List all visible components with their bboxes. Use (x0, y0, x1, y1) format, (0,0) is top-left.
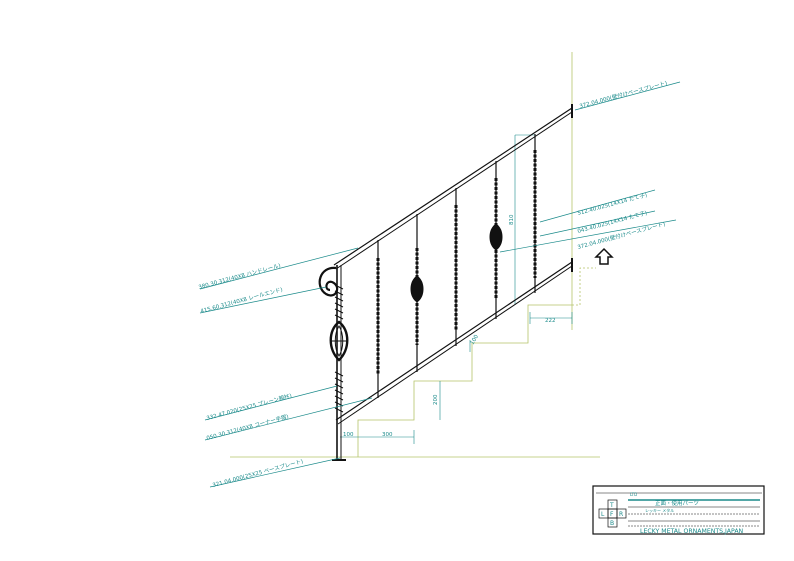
dimension-lines (340, 134, 573, 444)
bottom-rail-top (335, 261, 573, 421)
callout-top-base-plate: 372.04.000(壁付けベースプレート) (578, 79, 668, 110)
callout-base-plate-bottom: 321.04.000(25X25 ベースプレート) (212, 458, 304, 489)
newel-basket (329, 320, 349, 362)
title-block-label1: LTD (630, 492, 637, 497)
callout-handrail: 380.30.312(40X8 ハンドレール) (198, 263, 281, 291)
dashed-step (572, 267, 596, 306)
view-t: T (609, 502, 614, 509)
view-indicator (598, 499, 627, 528)
railing (318, 104, 573, 461)
construction-lines (230, 52, 600, 458)
twist-decor (376, 150, 537, 375)
dim-tread: 300 (382, 432, 393, 438)
handrail-bottom (335, 111, 573, 270)
view-f: F (610, 511, 614, 518)
view-l: L (601, 511, 605, 518)
bottom-rail-bottom (337, 265, 573, 425)
dim-gap: 222 (545, 318, 556, 324)
up-arrow-icon (594, 247, 614, 265)
title-block: T L F R B LTD 正面・使用パーツ レッキー メタル LECKY ME… (592, 485, 765, 535)
view-r: R (619, 511, 623, 518)
dim-offset: 100 (343, 432, 354, 438)
handrail-top (333, 107, 573, 266)
leader-lines (199, 81, 681, 488)
callout-labels: 372.04.000(壁付けベースプレート) 512.40.025(14X14 … (198, 79, 668, 489)
baluster-basket-2 (489, 223, 503, 251)
dim-step-height: 200 (433, 394, 439, 405)
dim-height: 810 (509, 214, 515, 225)
title-block-company: LECKY METAL ORNAMENTS,JAPAN (640, 528, 744, 535)
baluster-basket-1 (410, 275, 424, 303)
dimension-labels: 810 222 200 100 300 100 (343, 214, 556, 438)
stair-steps (357, 304, 572, 457)
title-block-label2: 正面・使用パーツ (655, 499, 699, 507)
callout-rail-end: 415.60.312(40X8 レールエンド) (200, 286, 284, 315)
view-b: B (610, 520, 614, 527)
scroll-end (318, 266, 339, 297)
title-block-row: レッキー メタル (645, 507, 674, 513)
dim-rise-small: 100 (470, 333, 481, 346)
